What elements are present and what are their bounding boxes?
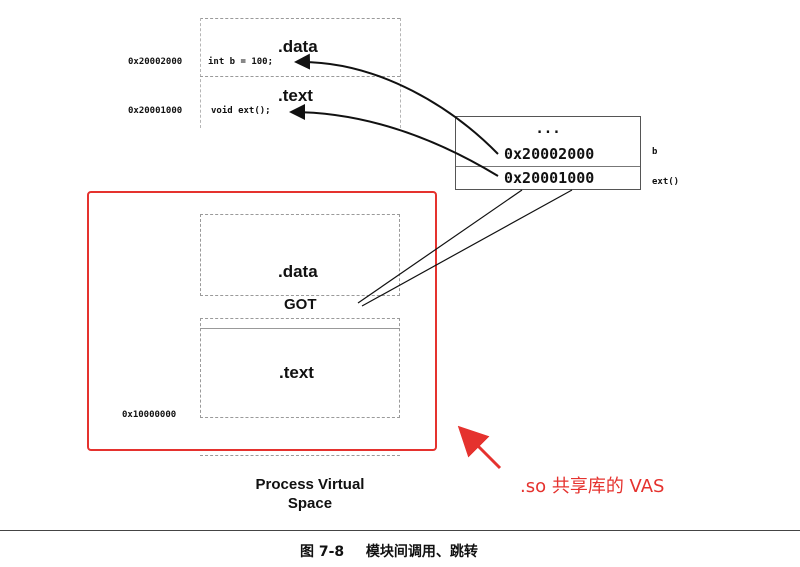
got-table: ... 0x20002000 0x20001000 <box>455 116 641 190</box>
got-entry-b: 0x20002000 <box>504 145 595 163</box>
address-text: 0x20001000 <box>128 106 183 116</box>
upper-divider <box>200 76 400 77</box>
base-address: 0x10000000 <box>122 410 177 420</box>
upper-text-label: .text <box>278 86 313 105</box>
process-space-title: Process Virtual Space <box>230 475 390 513</box>
process-space-title-line1: Process Virtual <box>255 476 365 493</box>
figure-title: 模块间调用、跳转 <box>365 544 478 560</box>
figure-caption: 图 7-8 模块间调用、跳转 <box>300 541 478 561</box>
process-space-title-line2: Space <box>287 495 333 512</box>
got-label-ext: ext() <box>652 177 680 187</box>
arrow-got-to-data <box>294 53 499 155</box>
got-ellipsis: ... <box>535 121 561 137</box>
got-row-divider-1 <box>456 166 640 167</box>
lower-text-label: .text <box>279 363 314 382</box>
got-line-2 <box>361 189 573 307</box>
lower-data-section <box>200 214 400 296</box>
lower-got-label: GOT <box>284 296 317 313</box>
upper-data-label: .data <box>278 37 318 56</box>
got-label-b: b <box>652 147 658 157</box>
lower-text-section <box>200 318 400 418</box>
lower-text-divider <box>200 328 400 329</box>
address-data: 0x20002000 <box>128 57 183 67</box>
got-entry-ext: 0x20001000 <box>504 169 595 187</box>
so-vas-highlight-frame <box>87 191 437 451</box>
got-line-1 <box>357 189 523 304</box>
code-void-ext: void ext(); <box>211 106 271 116</box>
arrow-got-to-text <box>289 104 499 177</box>
upper-right-border <box>400 18 401 128</box>
so-vas-annotation: .so 共享库的 VAS <box>520 476 665 497</box>
figure-number: 图 7-8 <box>300 544 345 560</box>
annotation-arrow <box>457 425 502 470</box>
code-int-b: int b = 100; <box>208 57 274 67</box>
upper-top-border <box>200 18 400 19</box>
upper-left-border <box>200 18 201 128</box>
lower-bottom-dash <box>200 455 400 456</box>
lower-data-label: .data <box>278 262 318 281</box>
caption-rule <box>0 530 800 531</box>
